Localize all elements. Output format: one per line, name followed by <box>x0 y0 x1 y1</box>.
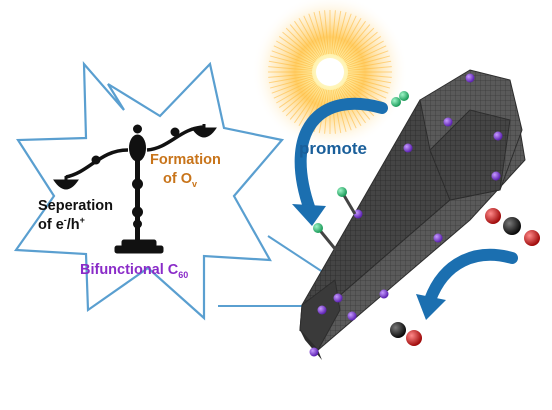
purple-atom <box>317 305 327 315</box>
purple-atom <box>347 311 357 321</box>
co2-molecule-icon <box>485 208 540 246</box>
separation-sup2: + <box>80 215 85 225</box>
separation-line1: Seperation <box>38 198 113 214</box>
promote-label: promote <box>299 139 367 158</box>
reduction-arrow <box>416 248 518 320</box>
bifunctional-sub: 60 <box>178 270 188 280</box>
bifunctional-label: Bifunctional C60 <box>80 262 188 280</box>
purple-atom <box>353 209 363 219</box>
separation-sup1: - <box>64 215 67 225</box>
purple-atom <box>465 73 475 83</box>
bifunctional-pre: Bifunctional C <box>80 262 179 278</box>
separation-mid: /h <box>67 217 80 233</box>
separation-line2: of e-/h+ <box>38 215 85 233</box>
purple-atom <box>433 233 443 243</box>
formation-line1: Formation <box>150 152 221 168</box>
separation-label: Seperation of e-/h+ <box>38 198 113 233</box>
purple-atom <box>443 117 453 127</box>
promote-arrow <box>292 97 388 226</box>
formation-sub: v <box>192 179 197 189</box>
balance-scale-icon <box>53 124 217 254</box>
purple-atom <box>493 131 503 141</box>
purple-atom <box>333 293 343 303</box>
formation-line2-pre: of O <box>163 171 192 187</box>
green-ligands <box>313 91 409 251</box>
co-molecule-icon <box>390 322 422 346</box>
separation-line2-pre: of e <box>38 217 64 233</box>
bifunctional-text: Bifunctional C60 <box>80 262 188 280</box>
formation-line2: of Ov <box>163 171 197 189</box>
purple-atom <box>309 347 319 357</box>
purple-atom <box>491 171 501 181</box>
purple-atom <box>403 143 413 153</box>
sun-icon <box>252 0 408 150</box>
c60-nanorod-icon <box>299 69 526 360</box>
formation-label: Formation of Ov <box>150 152 221 189</box>
purple-atom <box>379 289 389 299</box>
c60-adsorbed-atoms <box>309 73 503 357</box>
star-frame <box>13 60 285 321</box>
